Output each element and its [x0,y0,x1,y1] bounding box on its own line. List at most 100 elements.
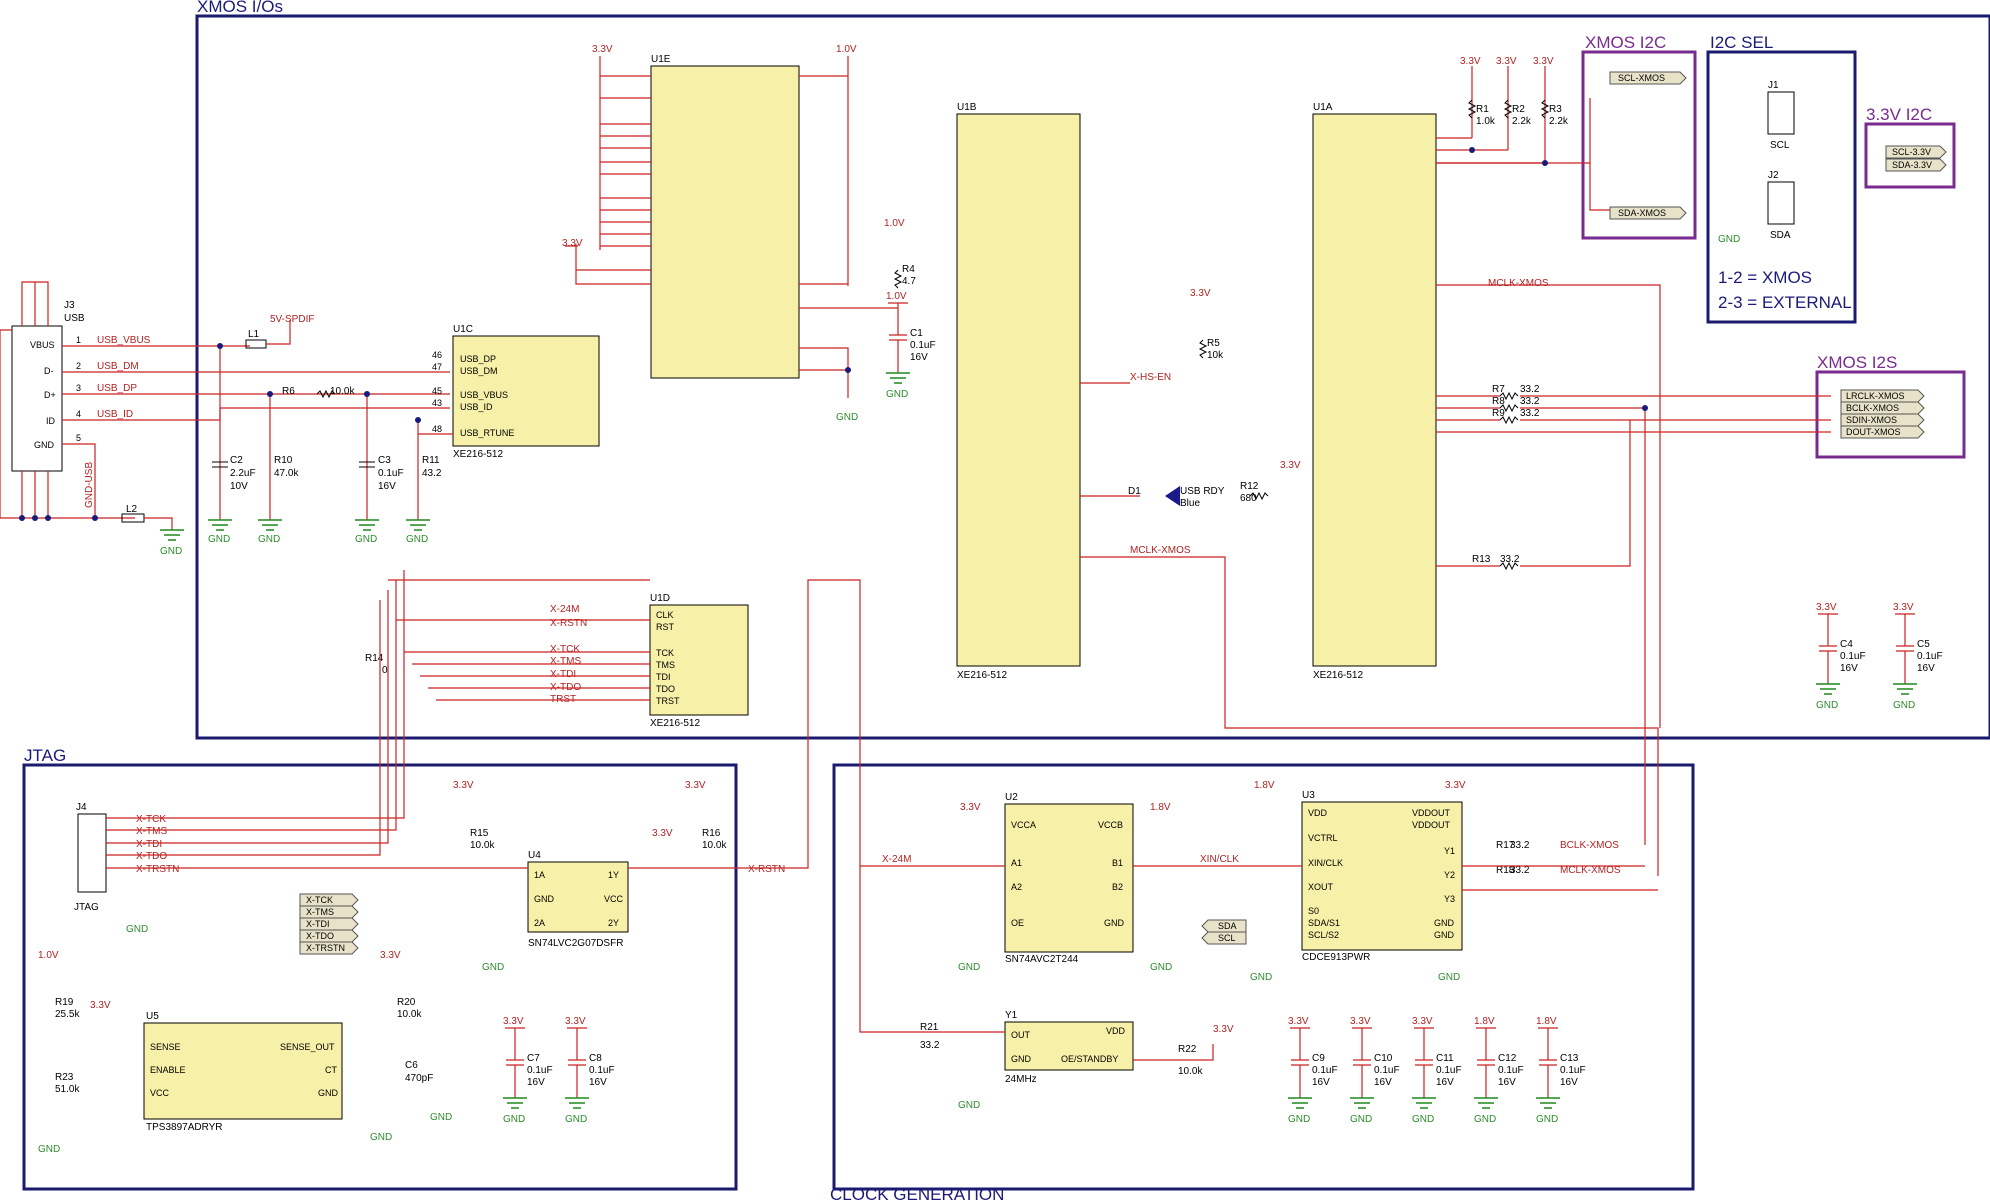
svg-text:R20: R20 [397,997,416,1008]
c8-rail: 3.3V [565,1016,586,1027]
svg-text:X-HS-EN: X-HS-EN [1130,372,1171,383]
xmos-io-block [195,14,1990,740]
c9-gnd-symbol [1288,1097,1312,1109]
r5-value: 10k [1207,350,1224,361]
c13-ref: C13 [1560,1053,1579,1064]
c9-rail: 3.3V [1288,1016,1309,1027]
svg-text:VCTRL: VCTRL [1308,833,1338,843]
u5: U5 SENSE ENABLE VCC SENSE_OUT CT GND TPS… [55,997,433,1133]
svg-text:MCLK-XMOS: MCLK-XMOS [1130,545,1191,556]
svg-text:X-24M: X-24M [550,604,579,615]
r9-symbol [1499,415,1519,425]
svg-text:25.5k: 25.5k [55,1009,80,1020]
r4-value: 4.7 [902,276,916,287]
svg-text:X-24M: X-24M [882,854,911,865]
c10-gnd-symbol [1350,1097,1374,1109]
jumper-j2[interactable]: J2 SDA [1767,170,1795,241]
svg-text:SN74AVC2T244: SN74AVC2T244 [1005,954,1079,965]
r5-symbol [1198,339,1208,359]
svg-text:SDIN-XMOS: SDIN-XMOS [1846,415,1897,425]
c13-value: 0.1uF [1560,1065,1586,1076]
c9-wire [1290,1027,1310,1098]
svg-text:Y1: Y1 [1444,846,1455,856]
rail-label-13: 1.8V [1150,802,1171,813]
c12-value: 0.1uF [1498,1065,1524,1076]
c5-value: 0.1uF [1917,651,1943,662]
svg-text:33.2: 33.2 [1510,865,1530,876]
r7-symbol [1499,391,1519,401]
sel-note-1: 1-2 = XMOS [1718,268,1812,287]
jtag-net-tags: X-TCK X-TMS X-TDI X-TDO X-TRSTN [299,893,359,955]
svg-text:BCLK-XMOS: BCLK-XMOS [1560,840,1619,851]
jumper-j1[interactable]: J1 SCL [1767,80,1795,151]
svg-text:U4: U4 [528,850,541,861]
c7-wire [505,1027,525,1098]
r13-symbol [1499,561,1519,571]
svg-text:TRST: TRST [656,696,680,706]
svg-text:R21: R21 [920,1022,939,1033]
u1a: U1A XE216-512 MCLK-XMOS [1312,66,1831,845]
svg-text:24MHz: 24MHz [1005,1074,1037,1085]
svg-text:10.0k: 10.0k [397,1009,422,1020]
y1-oe-wire [1133,1044,1214,1061]
svg-text:JTAG: JTAG [74,902,99,913]
svg-text:X-TDO: X-TDO [306,931,334,941]
c1-value: 0.1uF [910,340,936,351]
c4-wire [1818,613,1838,684]
r2-symbol [1503,99,1513,119]
r4-symbol [893,269,903,289]
xmos-i2c-block [1581,50,1697,240]
svg-text:2: 2 [76,361,81,371]
rail-label-15: 3.3V [1445,780,1466,791]
r3-value: 2.2k [1549,116,1569,127]
c8-ref: C8 [589,1053,602,1064]
svg-text:U3: U3 [1302,790,1315,801]
r9-value: 33.2 [1520,408,1540,419]
svg-text:X-TDO: X-TDO [136,851,167,862]
svg-text:U5: U5 [146,1011,159,1022]
svg-text:0.1uF: 0.1uF [378,468,404,479]
svg-text:SDA-XMOS: SDA-XMOS [1618,208,1666,218]
svg-text:C2: C2 [230,455,243,466]
svg-text:R15: R15 [470,828,489,839]
c5-gnd: GND [1893,700,1915,711]
c5-voltage: 16V [1917,663,1935,674]
rail-label-1: 3.3V [1496,56,1517,67]
c10-gnd: GND [1350,1114,1372,1125]
r7-value: 33.2 [1520,384,1540,395]
c5-ref: C5 [1917,639,1930,650]
u1d-wires [388,579,650,701]
gnd-label-1: GND [126,924,148,935]
svg-text:45: 45 [432,386,442,396]
svg-text:33.2: 33.2 [920,1040,940,1051]
c7-gnd: GND [503,1114,525,1125]
u1d: U1D CLK RST TCK TMS TDI TDO TRST XE216-5… [365,593,749,729]
r12-ref: R12 [1240,481,1259,492]
clock-title: CLOCK GENERATION [830,1185,1004,1201]
svg-text:BCLK-XMOS: BCLK-XMOS [1846,403,1899,413]
gnd-label-10: GND [1438,972,1460,983]
svg-text:X-TRSTN: X-TRSTN [136,864,179,875]
c4-gnd-symbol [1816,683,1840,695]
jtag-header-j4[interactable]: J4 JTAG X-TCK X-TMS X-TDI X-TDO X-TRSTN [74,802,179,913]
svg-text:U1A: U1A [1313,102,1333,113]
svg-text:GND: GND [34,440,55,450]
r7-ref: R7 [1492,384,1505,395]
svg-text:1Y: 1Y [608,870,619,880]
c1-voltage: 16V [910,352,928,363]
svg-text:X-TRSTN: X-TRSTN [306,943,345,953]
c5-rail: 3.3V [1893,602,1914,613]
u3: U3 VDD VCTRL XIN/CLK XOUT S0 SDA/S1 SCL/… [1301,790,1621,963]
svg-text:R18: R18 [1496,865,1515,876]
c4-voltage: 16V [1840,663,1858,674]
c13-wire [1538,1027,1558,1098]
c11-gnd-symbol [1412,1097,1436,1109]
svg-text:16V: 16V [378,481,396,492]
gnd-label-5: GND [38,1144,60,1155]
gnd-label-8: GND [958,1100,980,1111]
svg-text:SDA-3.3V: SDA-3.3V [1892,160,1932,170]
svg-text:VBUS: VBUS [30,340,55,350]
svg-text:D1: D1 [1128,486,1141,497]
svg-text:R11: R11 [422,455,440,466]
gnd-label-7: GND [1150,962,1172,973]
